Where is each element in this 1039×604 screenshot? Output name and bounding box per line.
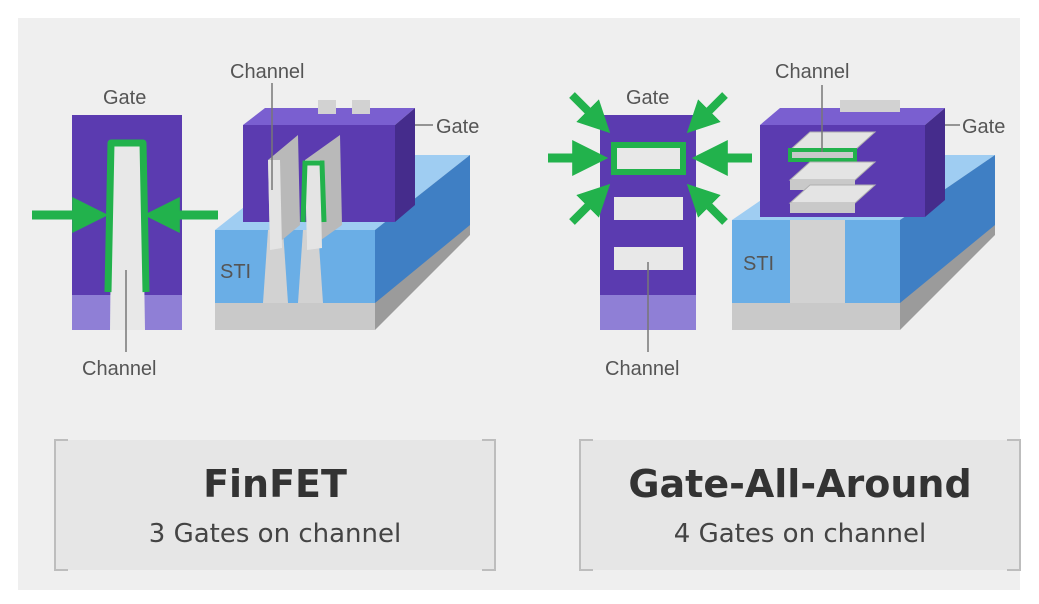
gaa-sheet-1 — [611, 142, 686, 175]
finfet-card-bracket-right — [482, 439, 496, 571]
finfet-card-subtitle: 3 Gates on channel — [149, 519, 401, 549]
finfet-fin — [110, 145, 145, 330]
gaa-card-title: Gate-All-Around — [628, 462, 971, 506]
finfet-substrate-front — [215, 303, 375, 330]
gaa-iso-sti-label: STI — [743, 253, 774, 275]
gaa-card-background — [580, 440, 1020, 570]
gaa-iso-gate-label: Gate — [962, 116, 1005, 138]
gaa-sheet-3 — [614, 247, 683, 270]
finfet-cross-section: Gate Channel — [32, 87, 218, 380]
finfet-fin-2-face — [305, 160, 322, 250]
finfet-fin-top-1 — [318, 100, 336, 114]
gaa-cross-section: Gate Channel — [548, 87, 752, 380]
gaa-isometric: Channel Gate STI — [732, 61, 1005, 330]
finfet-card: FinFET 3 Gates on channel — [54, 439, 496, 571]
gaa-cs-gate-label: Gate — [626, 87, 669, 109]
gaa-cs-channel-label: Channel — [605, 358, 680, 380]
finfet-iso-gate-label: Gate — [436, 116, 479, 138]
gaa-card-bracket-left — [579, 439, 593, 571]
finfet-gate-top — [243, 108, 415, 125]
gaa-card-subtitle: 4 Gates on channel — [674, 519, 926, 549]
finfet-card-bracket-left — [54, 439, 68, 571]
finfet-cs-channel-label: Channel — [82, 358, 157, 380]
gaa-sheet-2 — [614, 197, 683, 220]
arrow-diagonal-icon — [686, 183, 728, 225]
gaa-substrate-front — [732, 303, 900, 330]
gaa-fin-front — [790, 220, 845, 303]
gaa-nanosheet-3-front — [790, 203, 855, 213]
finfet-sti-front — [215, 230, 375, 303]
finfet-fin-front-1 — [263, 230, 288, 303]
gaa-card-bracket-right — [1007, 439, 1021, 571]
arrow-diagonal-icon — [569, 183, 611, 225]
finfet-fin-1-face — [268, 160, 282, 250]
finfet-card-title: FinFET — [203, 462, 347, 506]
finfet-iso-sti-label: STI — [220, 261, 251, 283]
gaa-fin-top — [840, 100, 900, 112]
arrow-diagonal-icon — [569, 92, 611, 134]
gaa-iso-channel-label: Channel — [775, 61, 850, 83]
finfet-fin-top-2 — [352, 100, 370, 114]
arrow-diagonal-icon — [686, 92, 728, 134]
finfet-iso-channel-label: Channel — [230, 61, 305, 83]
finfet-sti-right — [375, 155, 470, 303]
gaa-card: Gate-All-Around 4 Gates on channel — [579, 439, 1021, 571]
finfet-iso-channel-outline — [300, 160, 327, 223]
finfet-cs-gate-label: Gate — [103, 87, 146, 109]
gaa-gate-right — [925, 108, 945, 217]
gaa-sti-right — [900, 155, 995, 303]
finfet-card-background — [55, 440, 495, 570]
gaa-gate-top — [760, 108, 945, 125]
finfet-gate-right — [395, 108, 415, 222]
finfet-isometric: Channel Gate STI — [215, 61, 479, 330]
